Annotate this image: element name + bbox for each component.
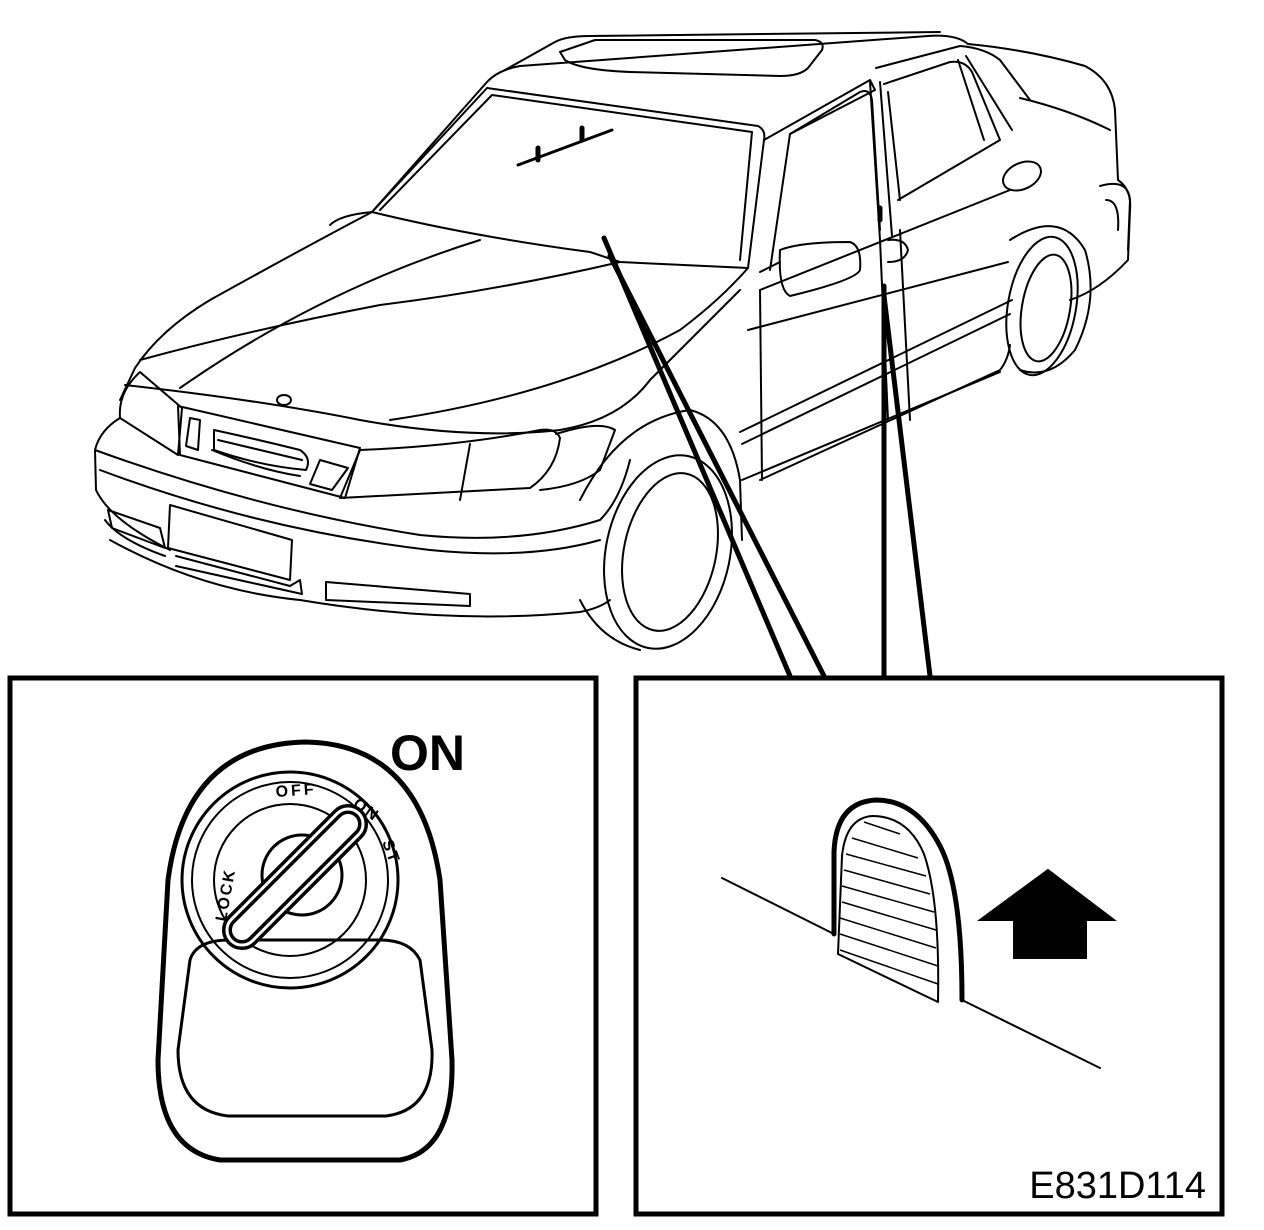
door-lock-button-icon [721, 797, 1101, 1069]
ignition-switch-icon [155, 739, 455, 1163]
car-outline-icon [94, 31, 1132, 651]
label-off: OFF [275, 781, 317, 801]
ignition-detail-panel [7, 675, 599, 1217]
arrow-up-icon [976, 868, 1117, 959]
callout-pointer-lines [601, 235, 933, 679]
lock-button-detail-panel [633, 675, 1225, 1217]
position-heading: ON [390, 725, 465, 781]
label-st: ST [378, 838, 402, 867]
figure-code: E831D114 [1029, 1165, 1206, 1207]
